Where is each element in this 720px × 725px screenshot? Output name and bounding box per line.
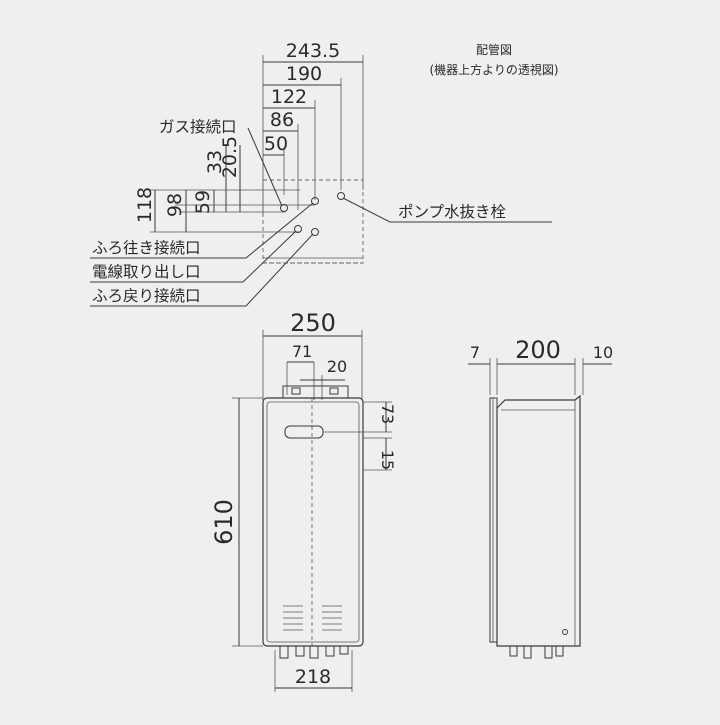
label-pump-drain: ポンプ水抜き栓 [398, 203, 506, 221]
top-view: 243.5 190 122 86 50 33 20.5 118 98 59 [90, 40, 552, 307]
label-bath-outlet: ふろ往き接続口 [92, 239, 201, 257]
dim-side-7: 7 [470, 343, 480, 362]
side-view: 7 200 10 [468, 336, 613, 659]
dim-side-10: 10 [593, 343, 613, 362]
dim-50: 50 [264, 133, 288, 155]
dim-118: 118 [134, 187, 156, 223]
dim-98: 98 [164, 193, 186, 217]
dim-depth-200: 200 [515, 336, 561, 364]
caption-subtitle: (機器上方よりの透視図) [429, 62, 558, 77]
dim-33: 33 [204, 150, 226, 174]
dim-20: 20 [327, 357, 347, 376]
dim-15: 15 [378, 450, 397, 470]
dim-bottom-218: 218 [295, 666, 331, 688]
caption-title: 配管図 [476, 42, 512, 57]
dim-190: 190 [286, 63, 322, 85]
dim-height-610: 610 [210, 499, 238, 545]
dim-width-250: 250 [290, 309, 336, 337]
dim-20-5: 20.5 [219, 136, 241, 178]
label-gas-connection: ガス接続口 [159, 118, 237, 136]
dim-86: 86 [270, 109, 294, 131]
label-wire-outlet: 電線取り出し口 [92, 263, 201, 281]
dim-122: 122 [271, 86, 307, 108]
dim-243-5: 243.5 [286, 40, 340, 62]
front-view: 250 71 20 73 15 610 [210, 309, 397, 692]
label-bath-return: ふろ戻り接続口 [92, 287, 201, 305]
dim-73: 73 [378, 404, 397, 424]
dim-59: 59 [192, 190, 214, 214]
dim-71: 71 [292, 342, 312, 361]
louvers [283, 605, 342, 631]
